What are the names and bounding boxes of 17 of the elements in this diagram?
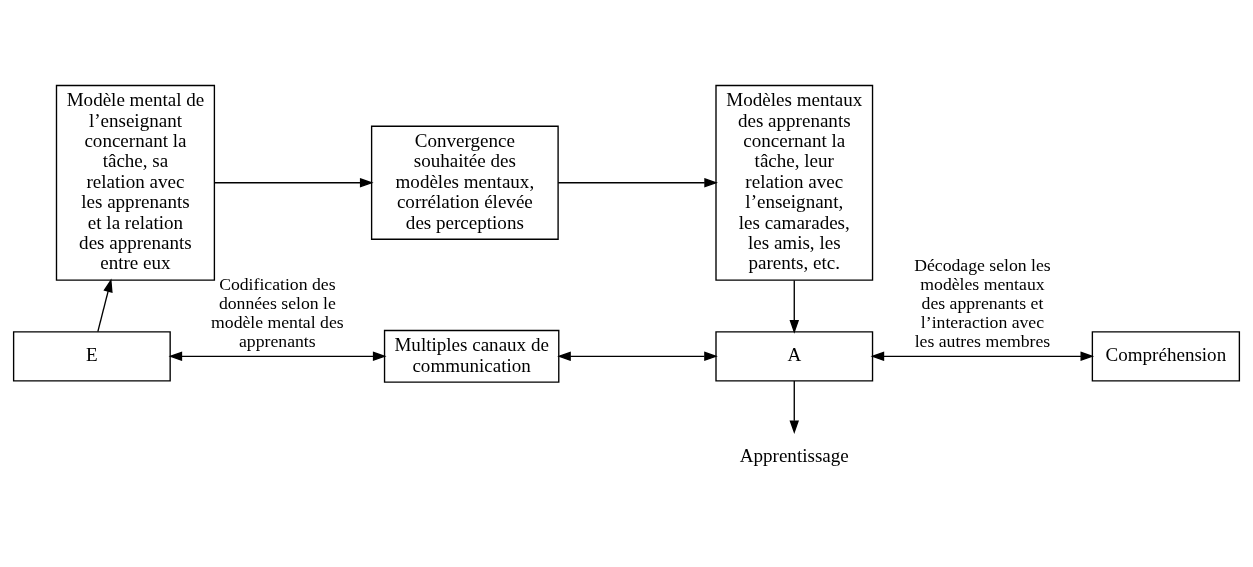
arrow	[557, 351, 718, 362]
node-box: Modèle mental de l’enseignant concernant la tâche, sa relation avec les apprenants et la relation des apprenants entre eux	[55, 84, 216, 281]
arrow	[789, 380, 800, 434]
node-box: A	[715, 331, 874, 382]
arrow	[557, 178, 718, 188]
node-box: Convergence souhaitée des modèles mentaux, corrélation élevée des perceptions	[370, 125, 559, 240]
arrow	[789, 279, 800, 334]
node-box: Multiples canaux de communication	[383, 329, 560, 383]
edge-label: Décodage selon les modèles mentaux des apprenants et l’interaction avec les autres membres	[914, 255, 1051, 352]
arrow	[213, 178, 374, 188]
arrow	[870, 351, 1095, 362]
arrow	[168, 351, 387, 362]
node-box: Compréhension	[1091, 331, 1241, 382]
node-box: Modèles mentaux des apprenants concernant la tâche, leur relation avec l’enseignant, les camarades, les amis, les parents, etc.	[715, 84, 874, 281]
arrow	[97, 278, 113, 333]
node-text: Apprentissage	[739, 445, 849, 467]
node-box: E	[12, 331, 171, 382]
